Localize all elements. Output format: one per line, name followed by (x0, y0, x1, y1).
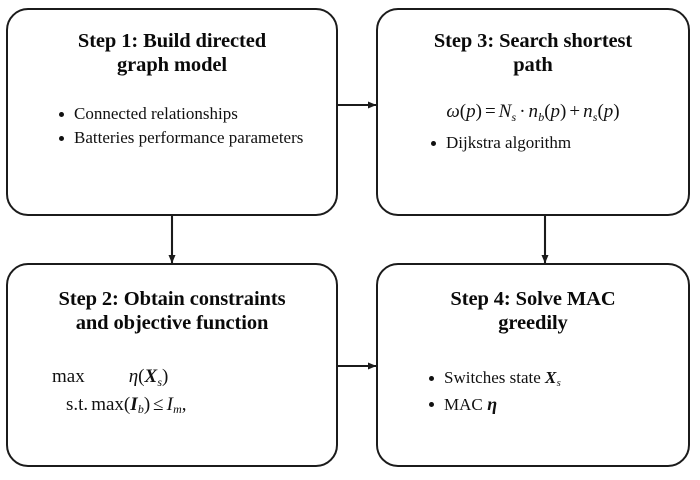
math-p: p (466, 101, 476, 123)
math-I: I (130, 394, 138, 416)
math-sub-b2: b (137, 402, 144, 417)
list-item: MAC η (426, 393, 666, 416)
step1-title-line1: Step 1: Build directed (77, 30, 267, 52)
step4-title-line1: Step 4: Solve MAC (450, 288, 616, 310)
step2-constraint-row: s.t.max(Ib)≤Im, (66, 391, 336, 419)
step4-title-line2: greedily (498, 312, 568, 335)
step4-bullet1-label: Switches state (444, 368, 541, 388)
step3-title-line1: Step 3: Search shortest (433, 30, 633, 52)
math-st: s.t. (66, 394, 89, 416)
step4-title: Step 4: Solve MAC greedily (378, 287, 688, 335)
math-sub-s2: s (592, 109, 598, 124)
math-sub-m: m (173, 402, 182, 417)
math-rparen2: ) (560, 101, 567, 123)
math-rparen5: ) (143, 394, 151, 416)
math-N: N (498, 101, 512, 123)
math-X: X (144, 366, 158, 388)
step2-objective-row: max η(Xs) (52, 363, 336, 391)
math-eta: η (128, 366, 139, 388)
math-I2: I (166, 394, 173, 416)
step1-bullet1-label: Connected relationships (74, 104, 238, 124)
math-eta2: η (487, 394, 498, 415)
list-item: Dijkstra algorithm (428, 132, 668, 154)
math-X2: X (545, 368, 557, 388)
math-rparen: ) (475, 101, 482, 123)
math-lparen5: ( (123, 394, 131, 416)
math-rparen4: ) (162, 366, 169, 388)
step1-bullet2-label: Batteries performance parameters (74, 128, 304, 148)
math-n2: n (583, 101, 593, 123)
math-p3: p (603, 101, 614, 123)
math-sub-s3: s (157, 374, 163, 389)
math-comma: , (181, 394, 187, 416)
math-p2: p (550, 101, 561, 123)
step3-bullet-list: Dijkstra algorithm (428, 132, 668, 154)
node-step4[interactable]: Step 4: Solve MAC greedily Switches stat… (376, 263, 690, 467)
step4-bullet2-label: MAC (444, 395, 483, 415)
list-item: Batteries performance parameters (56, 127, 316, 149)
math-lparen3: ( (597, 101, 604, 123)
step2-title-line1: Step 2: Obtain constraints (58, 288, 286, 310)
step1-title-line2: graph model (117, 54, 227, 77)
math-equals: = (484, 101, 496, 123)
step1-bullet-list: Connected relationships Batteries perfor… (56, 103, 316, 149)
node-step1[interactable]: Step 1: Build directed graph model Conne… (6, 8, 338, 216)
math-leq: ≤ (153, 394, 164, 416)
math-max: max (52, 366, 85, 388)
math-max2: max (91, 394, 124, 416)
step4-bullet-list: Switches state Xs MAC η (426, 367, 666, 416)
math-sub-s: s (511, 109, 517, 124)
math-lparen4: ( (138, 366, 145, 388)
step3-bullet1-label: Dijkstra algorithm (446, 132, 572, 152)
step3-title-line2: path (513, 54, 553, 77)
math-cdot: · (519, 101, 526, 123)
list-item: Connected relationships (56, 103, 316, 125)
step2-title: Step 2: Obtain constraints and objective… (8, 287, 336, 335)
math-lparen2: ( (544, 101, 551, 123)
step2-title-line2: and objective function (75, 312, 269, 335)
math-lparen: ( (459, 101, 467, 123)
step1-title: Step 1: Build directed graph model (8, 29, 336, 77)
node-step2[interactable]: Step 2: Obtain constraints and objective… (6, 263, 338, 467)
math-sub-b: b (538, 109, 545, 124)
math-n: n (528, 101, 539, 123)
step3-formula: ω(p)=Ns·nb(p)+ns(p) (378, 101, 688, 124)
step3-formula-row: ω(p)=Ns·nb(p)+ns(p) (378, 101, 688, 124)
step3-title: Step 3: Search shortest path (378, 29, 688, 77)
math-omega: ω (446, 101, 460, 123)
node-step3[interactable]: Step 3: Search shortest path ω(p)=Ns·nb(… (376, 8, 690, 216)
math-plus: + (569, 101, 581, 123)
list-item: Switches state Xs (426, 367, 666, 391)
math-sub-s4: s (556, 377, 561, 390)
math-rparen3: ) (613, 101, 620, 123)
